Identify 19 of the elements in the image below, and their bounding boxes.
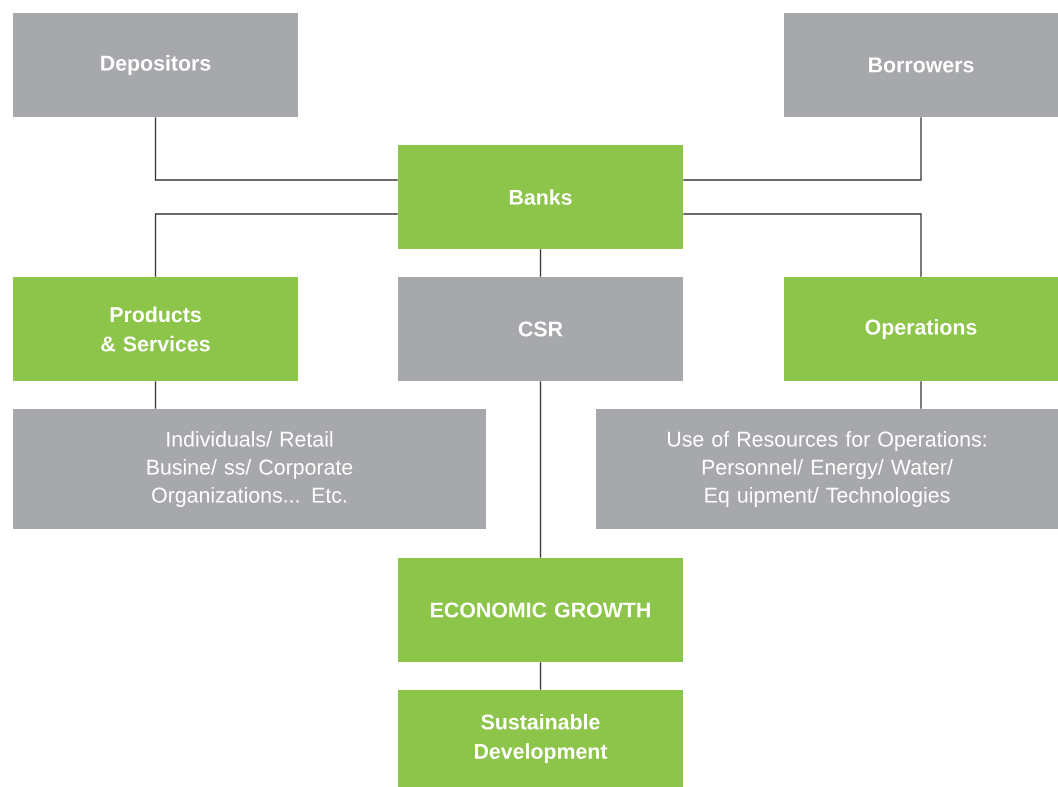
connector-line <box>154 380 157 410</box>
process-box: ECONOMIC GROWTH <box>398 558 683 662</box>
connector-line <box>682 116 922 181</box>
process-box: Sustainable Development <box>398 690 683 787</box>
connector-line <box>682 213 922 278</box>
connector-line <box>154 116 399 181</box>
process-box: Banks <box>398 145 683 249</box>
process-box: Products & Services <box>13 277 298 381</box>
connector-line <box>539 248 542 278</box>
process-box: Borrowers <box>784 13 1058 117</box>
process-box: CSR <box>398 277 683 381</box>
connector-line <box>154 213 399 278</box>
process-box: Depositors <box>13 13 298 117</box>
connector-line <box>920 380 922 410</box>
text-box: Individuals/ Retail Busine/ ss/ Corporate Organizations... Etc. <box>13 409 486 529</box>
text-box: Use of Resources for Operations: Personnel/ Energy/ Water/ Eq uipment/ Technologies <box>596 409 1058 529</box>
connector-line <box>539 661 542 691</box>
connector-line <box>539 380 542 559</box>
process-box: Operations <box>784 277 1058 381</box>
